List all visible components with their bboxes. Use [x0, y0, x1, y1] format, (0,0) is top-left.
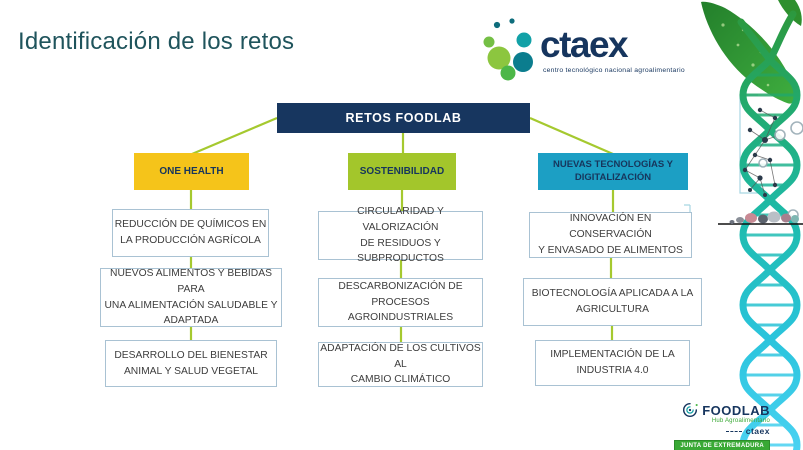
ctaex-logo-icon	[483, 18, 533, 81]
diagram-root-node: RETOS FOODLAB	[277, 103, 530, 133]
challenge-box: ADAPTACIÓN DE LOS CULTIVOS AL CAMBIO CLI…	[318, 342, 483, 387]
junta-extremadura-banner: JUNTA DE EXTREMADURA	[674, 440, 770, 450]
challenge-box: NUEVOS ALIMENTOS Y BEBIDAS PARA UNA ALIM…	[100, 268, 282, 327]
challenge-box: DESCARBONIZACIÓN DE PROCESOS AGROINDUSTR…	[318, 278, 483, 327]
pebbles-decoration	[718, 211, 803, 225]
foodlab-subtitle: Hub Agroalimentario	[711, 418, 770, 424]
challenge-box: INNOVACIÓN EN CONSERVACIÓN Y ENVASADO DE…	[529, 212, 692, 258]
divider	[725, 430, 742, 432]
challenge-box: IMPLEMENTACIÓN DE LA INDUSTRIA 4.0	[535, 340, 690, 386]
challenge-box: DESARROLLO DEL BIENESTAR ANIMAL Y SALUD …	[105, 340, 277, 387]
dna-helix-decoration	[684, 0, 803, 450]
ctaex-wordmark: ctaex	[540, 24, 629, 65]
foodlab-name: FOODLAB	[702, 402, 770, 418]
diagram-root-label: RETOS FOODLAB	[345, 111, 462, 125]
ctaex-tagline: centro tecnológico nacional agroalimenta…	[543, 67, 685, 74]
challenge-box: CIRCULARIDAD Y VALORIZACIÓN DE RESIDUOS …	[318, 206, 483, 264]
page-title: Identificación de los retos	[18, 28, 295, 55]
foodlab-partner: ctaex	[745, 426, 770, 436]
challenge-box: REDUCCIÓN DE QUÍMICOS EN LA PRODUCCIÓN A…	[112, 209, 269, 257]
category-one-health: ONE HEALTH	[134, 153, 249, 190]
foodlab-logo: FOODLAB Hub Agroalimentario ctaex JUNTA …	[666, 401, 770, 450]
leaf-decoration	[701, 0, 802, 104]
challenge-box: BIOTECNOLOGÍA APLICADA A LA AGRICULTURA	[523, 278, 702, 326]
category-nuevas-tecnologias: NUEVAS TECNOLOGÍAS Y DIGITALIZACIÓN	[538, 153, 688, 190]
category-sostenibilidad: SOSTENIBILIDAD	[348, 153, 456, 190]
foodlab-icon	[683, 402, 698, 418]
